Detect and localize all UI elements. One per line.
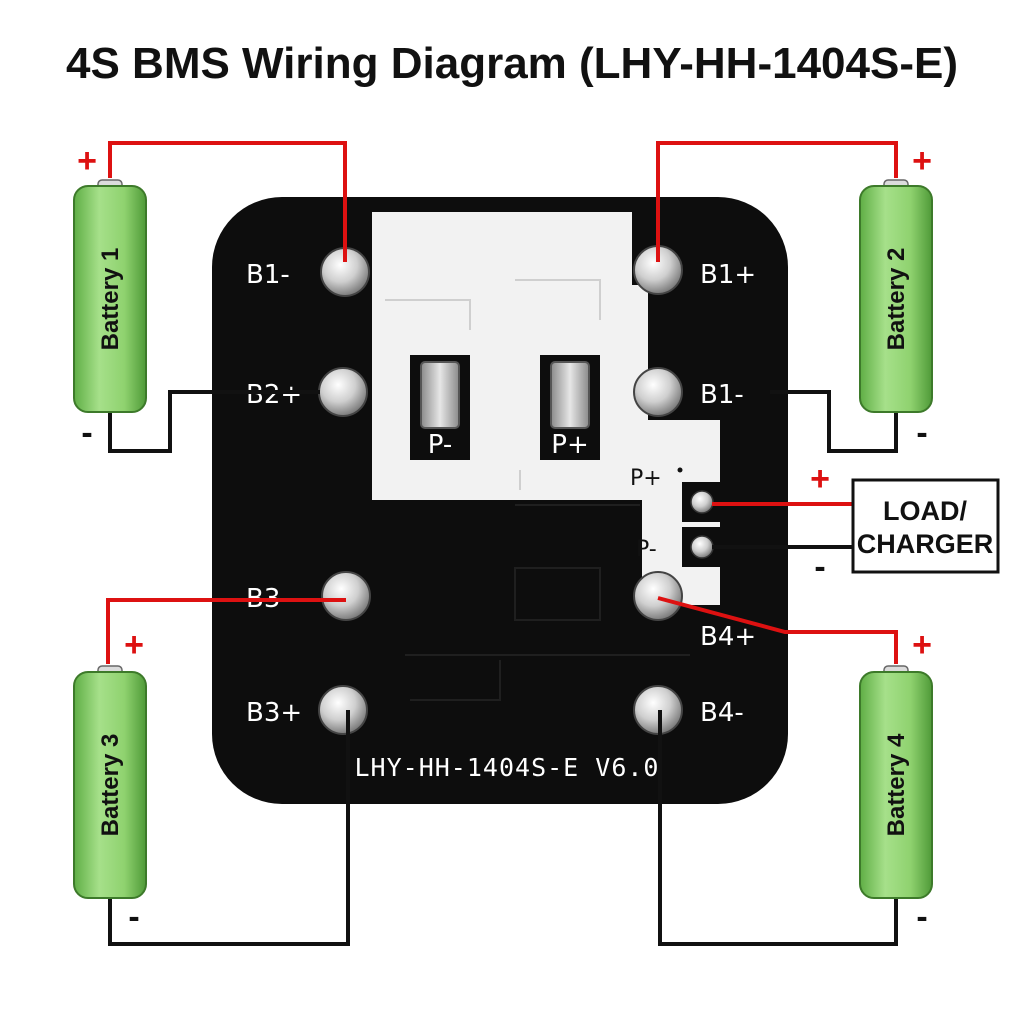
battery-2-minus-sign: - — [916, 414, 927, 452]
battery-2-plus-sign: + — [912, 142, 932, 180]
load-charger-line2: CHARGER — [857, 529, 994, 559]
battery-3-body — [73, 671, 147, 899]
wires — [106, 141, 898, 946]
battery-4-plus-sign: + — [912, 626, 932, 664]
battery-2-body — [859, 185, 933, 413]
silkscreen-traces — [385, 279, 601, 490]
wire-battery-3-negative — [108, 710, 350, 946]
output-pin-dot — [677, 467, 683, 473]
pad-label-b1-minus-left: B1- — [246, 260, 290, 290]
wire-battery-4-negative — [658, 710, 898, 946]
pad-b4-plus — [633, 571, 683, 621]
pad-label-b1-minus-right: B1- — [700, 380, 744, 410]
battery-4-body — [859, 671, 933, 899]
output-pin-plus-label: P+ — [630, 466, 662, 491]
load-plus-sign: + — [810, 460, 830, 498]
mosfet-left-label: P- — [428, 430, 453, 460]
mosfet-right — [550, 361, 590, 429]
pad-label-b4-minus: B4- — [700, 698, 744, 728]
pad-b3-minus — [321, 571, 371, 621]
wire-battery-3-positive — [106, 598, 346, 664]
pad-b3-plus — [318, 685, 368, 735]
board-model-text: LHY-HH-1404S-E V6.0 — [355, 753, 660, 782]
battery-1-body — [73, 185, 147, 413]
wire-battery-4-positive — [657, 596, 898, 664]
load-charger-box: LOAD/ CHARGER — [851, 478, 1000, 574]
bms-board: P- P+ P+ P- B1- B1+ B2+ B1- B3- B4+ B3+ … — [212, 197, 788, 804]
load-charger-line1: LOAD/ — [883, 496, 967, 526]
wire-battery-2-negative — [770, 390, 898, 453]
battery-3-label: Battery 3 — [97, 734, 124, 837]
battery-1-minus-sign: - — [81, 414, 92, 452]
pad-label-b4-plus: B4+ — [700, 622, 756, 652]
battery-4-minus-sign: - — [916, 898, 927, 936]
output-pin-minus-label: P- — [636, 537, 657, 562]
output-pin-plus — [690, 490, 714, 514]
pad-label-b1-plus: B1+ — [700, 260, 756, 290]
page-title: 4S BMS Wiring Diagram (LHY-HH-1404S-E) — [66, 39, 958, 88]
battery-4: Battery 4 — [859, 665, 933, 899]
wire-battery-1-positive — [108, 141, 347, 262]
wire-battery-2-positive — [656, 141, 898, 262]
pad-label-b3-plus: B3+ — [246, 698, 302, 728]
load-charger-frame — [851, 478, 1000, 574]
pad-b1-minus-right — [633, 367, 683, 417]
battery-4-label: Battery 4 — [883, 733, 910, 836]
battery-1-plus-sign: + — [77, 142, 97, 180]
load-minus-sign: - — [814, 548, 825, 586]
battery-3: Battery 3 — [73, 665, 147, 899]
mosfet-right-label: P+ — [551, 430, 588, 460]
battery-1-label: Battery 1 — [97, 248, 124, 351]
battery-2-label: Battery 2 — [883, 248, 910, 351]
mosfet-left — [420, 361, 460, 429]
battery-2: Battery 2 — [859, 179, 933, 413]
battery-1: Battery 1 — [73, 179, 147, 413]
battery-3-plus-sign: + — [124, 626, 144, 664]
pad-label-b2-plus: B2+ — [246, 380, 302, 410]
battery-3-minus-sign: - — [128, 898, 139, 936]
output-pin-minus — [690, 535, 714, 559]
pcb-traces — [405, 504, 690, 701]
wire-battery-1-negative — [108, 390, 320, 453]
pad-b2-plus — [318, 367, 368, 417]
